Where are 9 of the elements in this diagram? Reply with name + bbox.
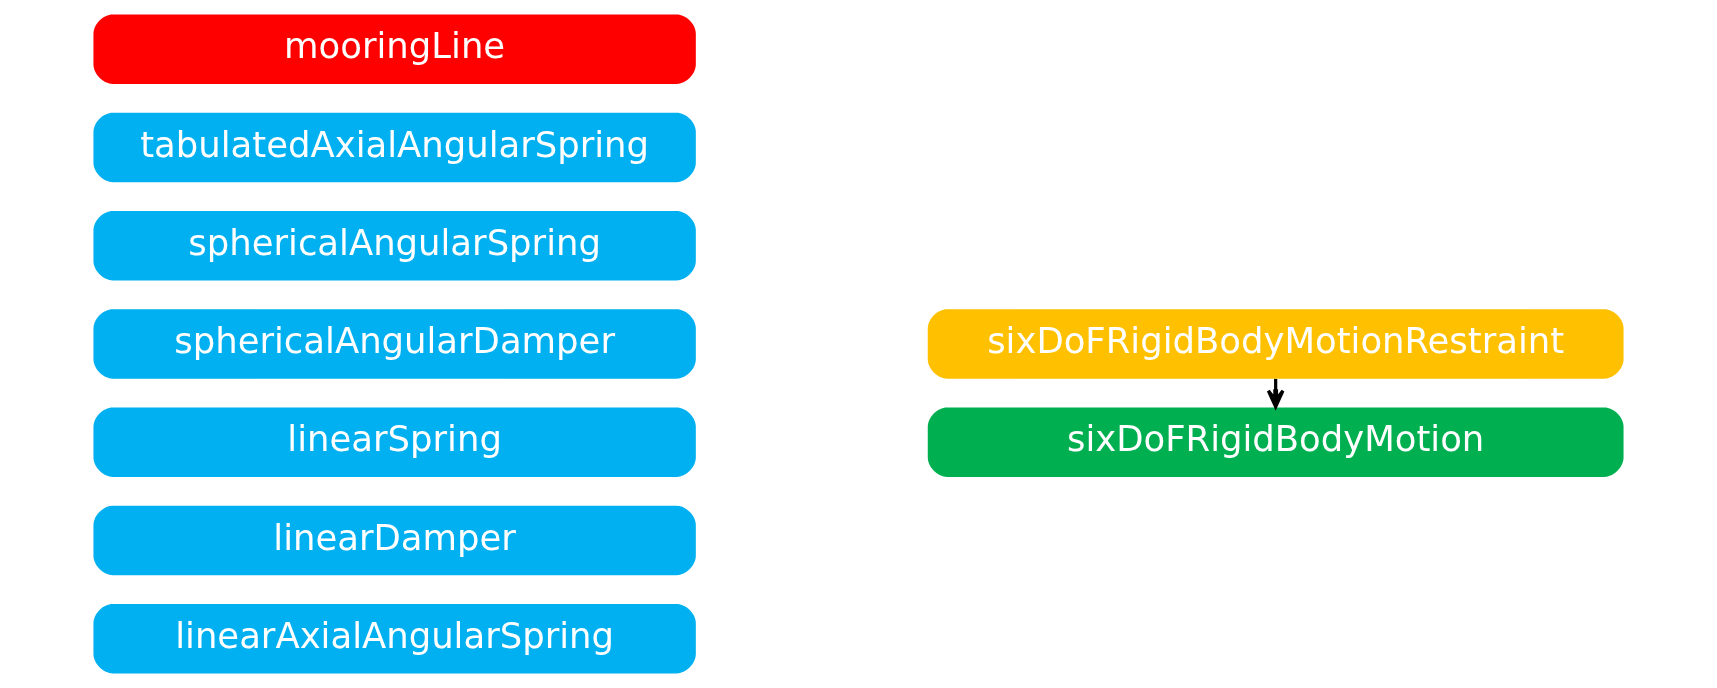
node-box: tabulatedAxialAngularSpring	[93, 112, 696, 183]
node-box: mooringLine	[93, 14, 696, 84]
node-box: linearSpring	[93, 407, 696, 477]
node-box: sixDoFRigidBodyMotion	[927, 407, 1624, 477]
node-box: linearAxialAngularSpring	[93, 604, 696, 674]
node-box: sphericalAngularSpring	[93, 211, 696, 281]
node-box: sphericalAngularDamper	[93, 309, 696, 379]
node-box: sixDoFRigidBodyMotionRestraint	[927, 309, 1624, 379]
node-box: linearDamper	[93, 505, 696, 576]
